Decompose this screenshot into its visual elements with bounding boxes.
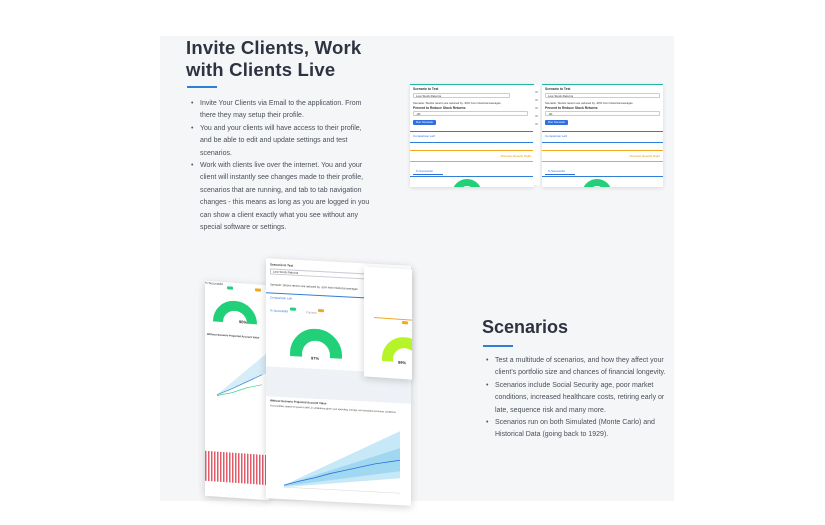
scenario-label: Scenario to Test xyxy=(413,87,439,91)
scenario-select: Low Stock Returns xyxy=(413,93,510,98)
tab-successful: % Successful xyxy=(416,169,433,173)
section-divider xyxy=(410,131,534,132)
donut-percent: 99% xyxy=(398,359,407,366)
scenario-description: Scenario: Stocks returns are reduced by … xyxy=(413,101,501,105)
scenarios-bullet-list: Test a multitude of scenarios, and how t… xyxy=(485,355,667,442)
donut-percent: 96% xyxy=(239,319,248,325)
section-divider xyxy=(542,176,663,177)
tab-underline xyxy=(413,174,443,175)
results-link: Scenario Results Right xyxy=(500,154,531,158)
scenarios-title: Scenarios xyxy=(482,317,569,337)
section-divider xyxy=(374,317,412,321)
run-scenario-button: Run Scenario xyxy=(413,120,436,125)
invite-bullet-list: Invite Your Clients via Email to the app… xyxy=(190,98,370,234)
scenario-select: Low Stock Returns xyxy=(270,268,370,280)
section-divider xyxy=(410,150,534,151)
invite-title: Invite Clients, Work with Clients Live xyxy=(186,37,416,81)
comparison-link: Comparison Left xyxy=(413,134,436,138)
success-donut xyxy=(452,179,482,187)
scenario-screenshot-front: Scenario to Test Low Stock Returns Scena… xyxy=(266,258,411,506)
tab-badge xyxy=(402,320,408,325)
scenario-description: Scenario: Stocks returns are reduced by … xyxy=(545,101,633,105)
percent-field: -30 xyxy=(413,111,528,116)
section-divider xyxy=(410,176,534,177)
section-divider xyxy=(542,131,663,132)
scenarios-bullet: Scenarios run on both Simulated (Monte C… xyxy=(485,417,667,442)
scenario-label: Scenario to Test xyxy=(270,262,294,268)
donut-percent: 97% xyxy=(311,355,320,361)
scenario-screenshot-right: 99% xyxy=(364,266,412,380)
tab-successful: % Successful xyxy=(548,169,565,173)
tab-failures: Failures xyxy=(306,310,317,315)
tab-badge xyxy=(227,286,233,290)
section-divider xyxy=(410,161,534,162)
histogram-bars xyxy=(205,450,269,486)
card-accent-line xyxy=(410,84,534,85)
tab-badge xyxy=(318,308,324,313)
scenarios-bullet: Scenarios include Social Security age, p… xyxy=(485,380,667,417)
section-divider xyxy=(542,142,663,143)
tab-successful: % Successful xyxy=(270,308,289,314)
invite-title-line2: with Clients Live xyxy=(186,59,336,80)
results-link: Scenario Results Right xyxy=(629,154,660,158)
section-divider xyxy=(410,142,534,143)
scenario-select: Low Stock Returns xyxy=(545,93,660,98)
section-divider xyxy=(542,161,663,162)
tab-badge xyxy=(255,288,261,292)
client-view-screenshot-left: Scenario to Test Low Stock Returns Scena… xyxy=(410,84,534,187)
chart-description: Your portfolio started 50 years in 90%, … xyxy=(270,404,397,415)
scenarios-bullet: Test a multitude of scenarios, and how t… xyxy=(485,355,667,380)
scenario-description: Scenario: Stocks returns are reduced by … xyxy=(270,282,358,292)
comparison-link: Comparison Left xyxy=(545,134,568,138)
card-sidebar xyxy=(533,85,540,185)
percent-label: Percent to Reduce Stock Returns: xyxy=(413,106,467,110)
tab-badge xyxy=(290,307,296,311)
success-donut xyxy=(382,336,412,380)
run-scenario-button: Run Scenario xyxy=(545,120,568,125)
invite-title-line1: Invite Clients, Work xyxy=(186,37,362,58)
invite-bullet: Work with clients live over the internet… xyxy=(190,160,370,234)
scenario-label: Scenario to Test xyxy=(545,87,571,91)
projection-chart xyxy=(283,431,401,494)
tab-underline xyxy=(545,174,575,175)
success-donut xyxy=(582,179,612,187)
percent-field: -30 xyxy=(545,111,660,116)
scenario-screenshot-back: % Successful 96% Without Scenario Projec… xyxy=(205,280,269,501)
card-accent-line xyxy=(542,84,663,85)
scenarios-title-underline xyxy=(483,345,513,347)
section-divider xyxy=(542,150,663,151)
projection-chart xyxy=(216,353,267,397)
percent-label: Percent to Reduce Stock Returns: xyxy=(545,106,599,110)
invite-bullet: You and your clients will have access to… xyxy=(190,123,370,160)
invite-title-underline xyxy=(187,86,217,88)
client-view-screenshot-right: Scenario to Test Low Stock Returns Scena… xyxy=(542,84,663,187)
comparison-link: Comparison Left xyxy=(270,295,293,301)
invite-bullet: Invite Your Clients via Email to the app… xyxy=(190,98,370,123)
